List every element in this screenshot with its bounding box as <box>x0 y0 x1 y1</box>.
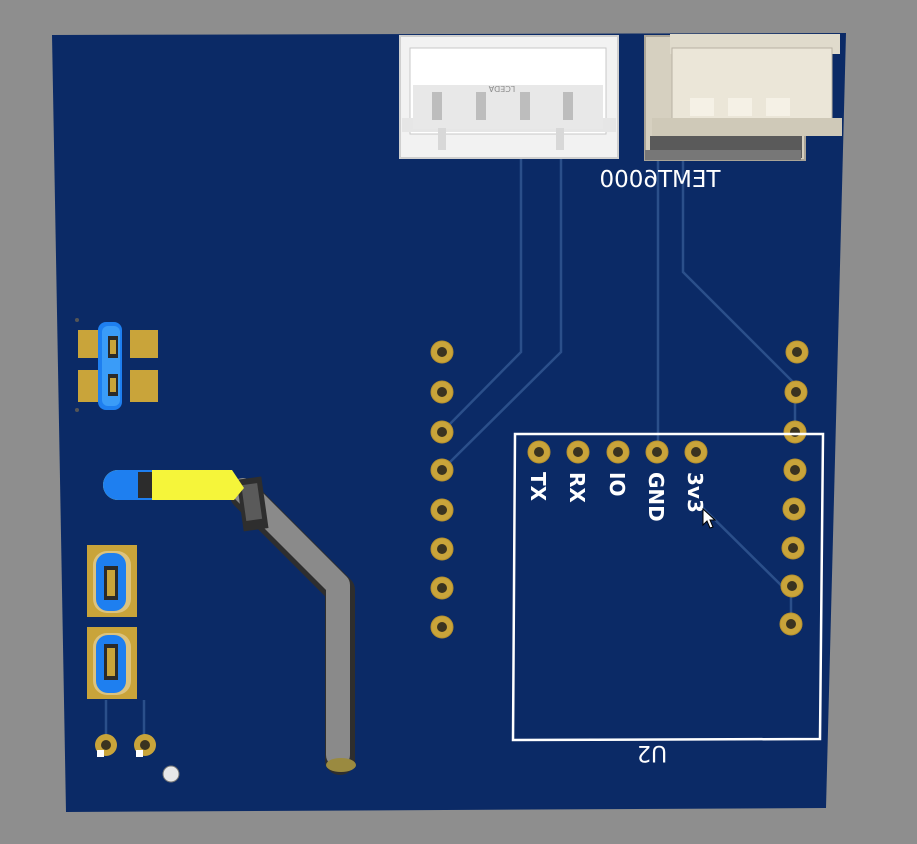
connector-small-label: LCEDA <box>488 84 515 93</box>
smd-component-top[interactable] <box>75 318 158 412</box>
smd-component-bottom[interactable] <box>87 545 137 699</box>
connector-white[interactable]: LCEDA <box>399 35 619 159</box>
pin-label-3v3: 3v3 <box>683 472 707 513</box>
module-ref-label: U2 <box>637 740 667 765</box>
pcb-board[interactable] <box>52 33 846 812</box>
mounting-hole <box>162 765 180 783</box>
trace <box>441 155 563 471</box>
pin-label-io: IO <box>605 472 629 496</box>
module-u2-outline[interactable] <box>511 432 825 742</box>
header-left <box>430 340 454 639</box>
sensor-connector-label: TEMT6000 <box>599 167 721 193</box>
connector-temt6000[interactable] <box>644 34 842 161</box>
bottom-left-pads <box>95 700 180 783</box>
pin-label-rx: RX <box>565 472 589 503</box>
trace <box>441 155 523 433</box>
jumper-wire[interactable] <box>103 470 356 775</box>
pin-label-tx: TX <box>526 472 550 502</box>
header-right <box>779 340 809 636</box>
mouse-pointer-icon <box>702 507 717 529</box>
module-u2-pins <box>527 440 708 464</box>
pin-label-gnd: GND <box>644 472 668 522</box>
trace <box>681 160 797 432</box>
